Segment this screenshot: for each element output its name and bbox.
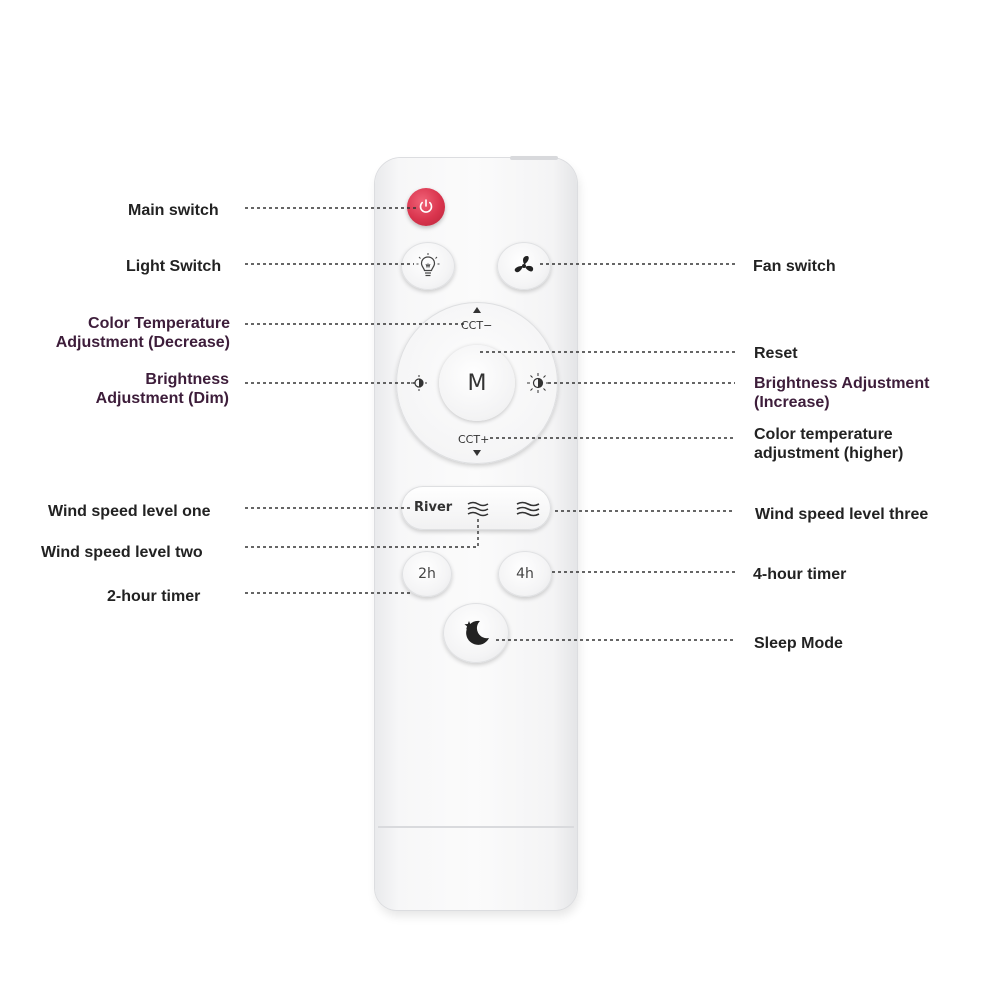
label-color-temp-decrease-line1: Color Temperature (88, 315, 230, 332)
label-color-temp-decrease-line2: Adjustment (Decrease) (55, 334, 230, 351)
label-four-hour-timer: 4-hour timer (753, 566, 847, 583)
label-two-hour-timer: 2-hour timer (107, 588, 201, 605)
label-color-temp-higher-line1: Color temperature (754, 426, 893, 443)
label-brightness-dim-line2: Adjustment (Dim) (95, 390, 229, 407)
up-arrow-icon (473, 307, 481, 313)
wind-level-two-icon[interactable] (466, 500, 490, 518)
label-wind-level-three: Wind speed level three (755, 506, 929, 523)
leader-wind-two (245, 519, 479, 548)
label-reset: Reset (754, 345, 798, 362)
wind-level-one-button[interactable]: River (414, 500, 453, 515)
label-color-temp-higher-line2: adjustment (higher) (754, 445, 904, 462)
label-brightness-dim-line1: Brightness (145, 371, 229, 388)
brightness-increase-icon[interactable] (526, 372, 550, 394)
light-switch-button[interactable] (401, 242, 455, 290)
cct-plus-label[interactable]: CCT+ (458, 433, 490, 446)
battery-cover-seam (378, 826, 574, 828)
main-power-button[interactable] (407, 188, 445, 226)
fan-icon (514, 256, 534, 273)
moon-star-icon (464, 620, 489, 645)
label-wind-level-one: Wind speed level one (48, 503, 211, 520)
down-arrow-icon (473, 450, 481, 456)
sleep-mode-button[interactable] (443, 603, 509, 663)
fan-switch-button[interactable] (497, 242, 551, 290)
label-fan-switch: Fan switch (753, 258, 836, 275)
label-wind-level-two: Wind speed level two (41, 544, 203, 561)
remote-top-notch (510, 156, 558, 160)
label-main-switch: Main switch (128, 202, 219, 219)
four-hour-label: 4h (516, 566, 534, 582)
label-brightness-increase-line1: Brightness Adjustment (754, 375, 930, 392)
wind-level-three-icon[interactable] (515, 500, 541, 518)
label-light-switch: Light Switch (126, 258, 222, 275)
label-brightness-increase-line2: (Increase) (754, 394, 830, 411)
four-hour-timer-button[interactable]: 4h (498, 551, 552, 597)
center-button-label: M (467, 370, 487, 396)
label-sleep-mode: Sleep Mode (754, 635, 843, 652)
power-icon (419, 199, 433, 213)
two-hour-timer-button[interactable]: 2h (402, 551, 452, 597)
cct-minus-label[interactable]: CCT− (461, 319, 493, 332)
two-hour-label: 2h (418, 566, 436, 582)
reset-center-button[interactable]: M (439, 345, 515, 421)
light-bulb-icon (416, 253, 440, 277)
